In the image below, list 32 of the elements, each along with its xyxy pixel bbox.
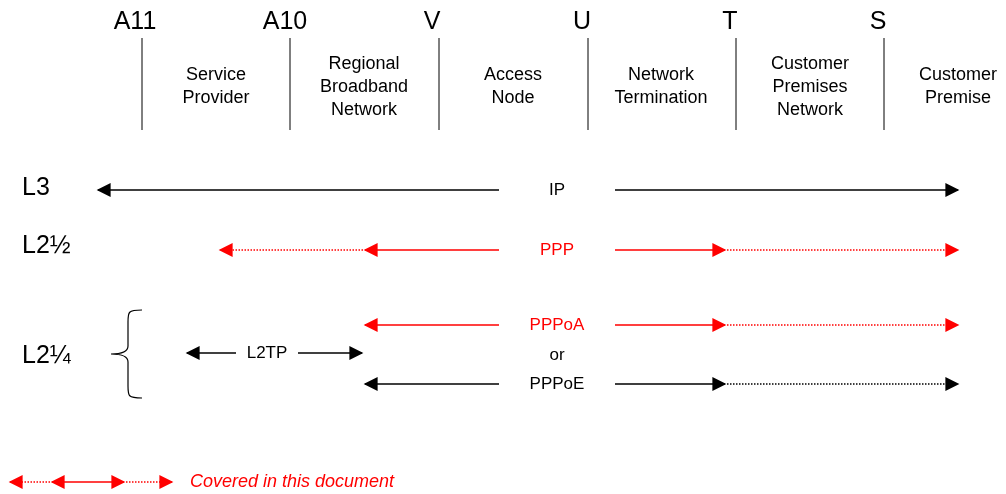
legend-text: Covered in this document bbox=[190, 471, 395, 492]
domain-label: Service Provider bbox=[181, 63, 251, 109]
arrow bbox=[614, 318, 960, 332]
protocol-label: L2TP bbox=[246, 343, 288, 363]
arrow bbox=[614, 243, 960, 257]
arrow bbox=[363, 377, 500, 391]
layer-label: L2¼ bbox=[22, 339, 71, 369]
reference-point-label: U bbox=[572, 6, 592, 35]
reference-point-label: S bbox=[869, 6, 887, 35]
protocol-label: PPP bbox=[540, 240, 574, 260]
arrow bbox=[96, 183, 500, 197]
arrow bbox=[614, 377, 960, 391]
protocol-label: PPPoA bbox=[529, 315, 585, 335]
reference-point-label: A10 bbox=[262, 6, 308, 35]
arrow bbox=[363, 318, 500, 332]
reference-point-label: A11 bbox=[113, 6, 157, 35]
domain-label: Access Node bbox=[483, 63, 543, 109]
connector-word: or bbox=[549, 345, 565, 365]
domain-label: Regional Broadband Network bbox=[318, 51, 410, 121]
layer-label: L2½ bbox=[22, 229, 71, 259]
domain-label: Network Termination bbox=[613, 63, 709, 109]
reference-point-label: T bbox=[722, 6, 738, 35]
arrow bbox=[614, 183, 960, 197]
layer-label: L3 bbox=[22, 171, 50, 201]
arrow bbox=[297, 346, 364, 360]
arrow bbox=[218, 243, 500, 257]
protocol-label: PPPoE bbox=[529, 374, 585, 394]
domain-label: Customer Premise bbox=[918, 63, 998, 109]
protocol-label: IP bbox=[548, 180, 566, 200]
arrow bbox=[185, 346, 237, 360]
domain-label: Customer Premises Network bbox=[770, 51, 850, 121]
reference-point-label: V bbox=[423, 6, 441, 35]
